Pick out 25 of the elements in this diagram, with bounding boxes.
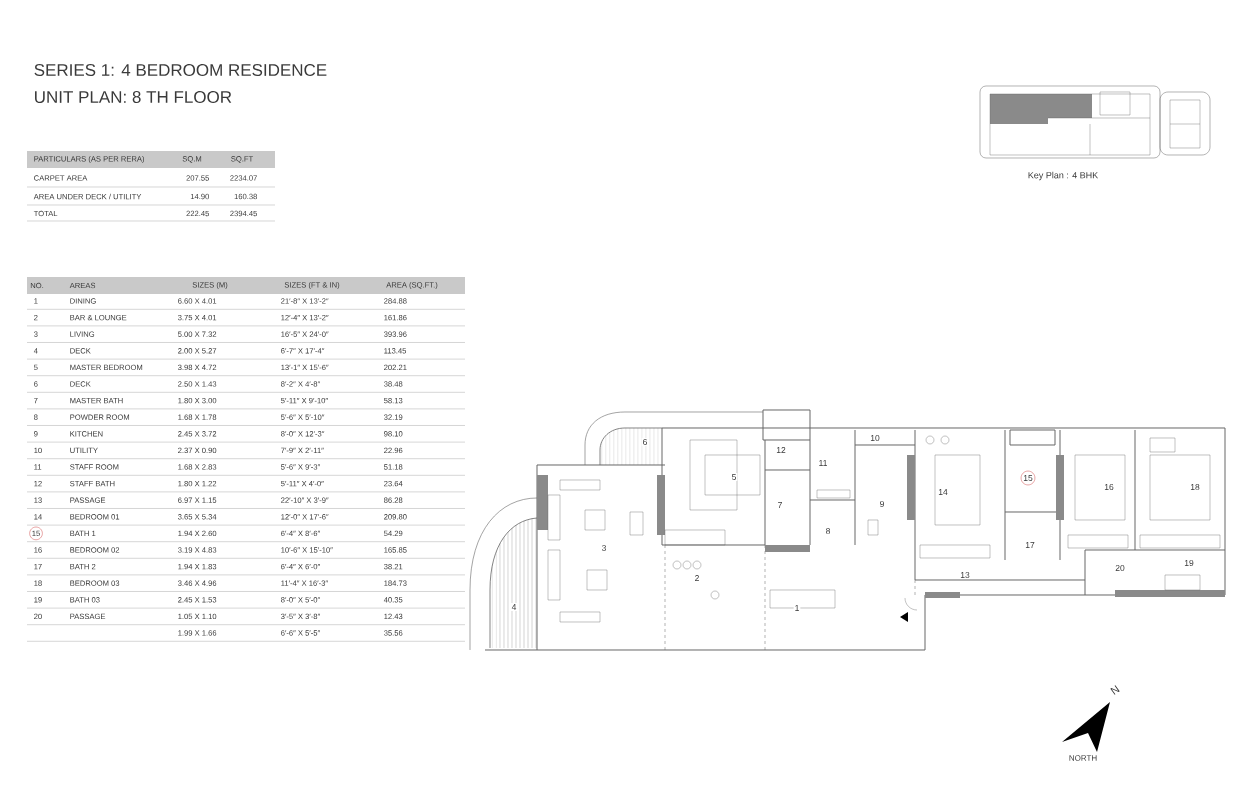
subtitle: UNIT PLAN: 8 TH FLOOR [35, 91, 232, 103]
title: SERIES 1: 4 BEDROOM RESIDENCE [34, 64, 327, 76]
room-number: 12 [775, 446, 787, 454]
key-plan-label: Key Plan : 4 BHK [1028, 171, 1099, 181]
room-number: 2 [693, 574, 701, 582]
room-number: 11 [817, 459, 829, 467]
room-number: 7 [776, 501, 784, 509]
room-number: 14 [937, 488, 949, 496]
room-number: 10 [869, 434, 881, 442]
room-number: 13 [959, 571, 971, 579]
circled-room-number: 15 [1020, 470, 1036, 486]
room-number: 19 [1183, 559, 1195, 567]
room-number: 9 [878, 500, 886, 508]
room-number: 20 [1114, 564, 1126, 572]
north-label: N [1110, 685, 1120, 695]
room-number: 6 [641, 438, 649, 446]
room-number: 1 [793, 604, 801, 612]
north-label: NORTH [1069, 755, 1097, 761]
room-number: 5 [730, 473, 738, 481]
room-number: 16 [1103, 483, 1115, 491]
room-number: 8 [824, 527, 832, 535]
room-number: 18 [1189, 483, 1201, 491]
room-number: 3 [600, 544, 608, 552]
room-number: 17 [1024, 541, 1036, 549]
room-number: 4 [510, 603, 518, 611]
